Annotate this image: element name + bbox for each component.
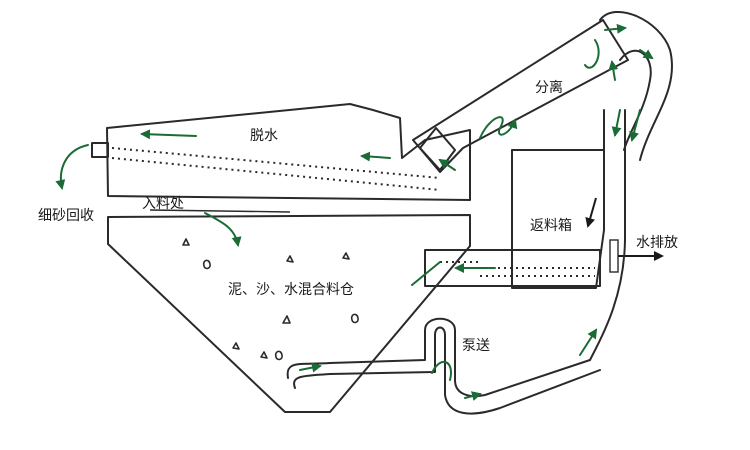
cyclone-separator <box>412 10 673 173</box>
flow-arrow-dewater-left <box>140 129 197 140</box>
label-separation: 分离 <box>535 79 563 96</box>
feed-arrow <box>204 212 242 247</box>
overflow-nozzle <box>91 142 109 158</box>
dewatering-screen <box>91 103 471 201</box>
swirl-arrow-pump <box>431 361 452 381</box>
return-pipe <box>424 249 601 287</box>
mixing-bin <box>107 209 471 413</box>
outlet-flange <box>609 239 619 273</box>
downcomer <box>585 109 641 361</box>
fine-sand-arrow <box>55 144 89 190</box>
pump-pipe <box>286 317 601 415</box>
label-fine-sand-recovery: 细砂回收 <box>38 208 94 224</box>
sand-grains <box>182 238 359 361</box>
label-feed-inlet: 入料处 <box>142 196 184 212</box>
label-water-discharge: 水排放 <box>636 235 678 251</box>
label-pumping: 泵送 <box>462 338 490 354</box>
flow-arrow-dewater-mid <box>360 151 391 162</box>
label-dewater: 脱水 <box>250 128 278 144</box>
screen-mesh <box>111 147 441 179</box>
swirl-arrow-separation <box>584 39 600 69</box>
return-tank <box>424 149 664 289</box>
label-mixing-bin: 泥、沙、水混合料仓 <box>228 282 354 298</box>
return-arrow-into-bin <box>411 261 441 286</box>
label-return-tank: 返料箱 <box>530 218 572 234</box>
